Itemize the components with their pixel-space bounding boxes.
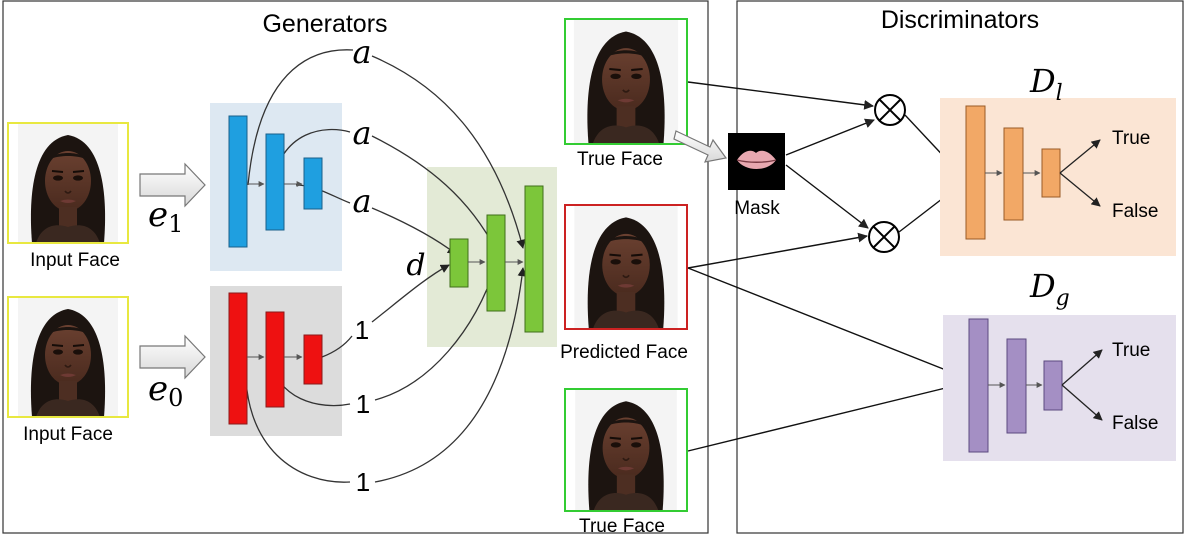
discriminator-dg-output-true: True [1112, 340, 1150, 361]
encoder-bottom-layer-1 [228, 292, 248, 425]
arrow-mask-to-multiply-bottom [785, 164, 869, 229]
arrow-predicted-to-multiply-bottom [687, 232, 868, 269]
discriminator-dg-layer-3 [1043, 360, 1063, 411]
skip-curve-top-1 [247, 49, 354, 186]
encoder-top-layer-2 [265, 133, 285, 231]
decoder-layer-2 [486, 214, 506, 312]
input-face-bottom-caption: Input Face [23, 424, 113, 445]
encoder-bottom-layer-2 [265, 311, 285, 408]
discriminator-dl-output-true: True [1112, 128, 1150, 149]
input-face-top [7, 122, 129, 244]
encoder-bottom-layer-3 [303, 334, 323, 385]
arrow-trueface-to-dg [687, 380, 967, 452]
discriminator-dg-layer-2 [1006, 338, 1027, 434]
arrow-mask-to-multiply-top [785, 118, 875, 156]
discriminator-dl-layer-1 [965, 105, 986, 240]
predicted-face-caption: Predicted Face [560, 342, 688, 363]
mask-image [728, 133, 785, 190]
multiply-node-top [874, 94, 906, 126]
discriminator-dl-output-false: False [1112, 201, 1158, 222]
discriminator-dl-label: Dl [1029, 62, 1063, 106]
predicted-face-frame [564, 204, 688, 330]
decoder-layer-3 [524, 185, 544, 333]
skip-label-bottom-1: 1 [355, 315, 369, 345]
code-e1: e1 [148, 195, 183, 238]
generators-title: Generators [262, 10, 387, 38]
true-face-bottom [564, 388, 688, 512]
mask-caption: Mask [734, 198, 780, 219]
skip-arrow-top-2 [371, 135, 497, 251]
skip-label-top-3: a [352, 182, 371, 220]
decoder-layer-1 [449, 238, 469, 288]
arrow-trueface-to-multiply-top [687, 81, 874, 110]
encoder-top-layer-1 [228, 115, 248, 248]
discriminators-panel [736, 0, 1184, 534]
multiply-node-bottom [868, 221, 900, 253]
true-face-bottom-caption: True Face [579, 516, 665, 536]
skip-label-top-1: a [352, 33, 371, 71]
hollow-arrow-top-icon [139, 162, 206, 208]
input-face-top-caption: Input Face [30, 250, 120, 271]
decoder-label: d [406, 248, 425, 283]
discriminator-dl-layer-2 [1003, 127, 1024, 221]
discriminators-title: Discriminators [881, 6, 1039, 34]
generators-panel [2, 0, 709, 534]
predicted-face [564, 204, 688, 330]
skip-arrow-bottom-1 [374, 267, 527, 483]
discriminator-dl-layer-3 [1041, 148, 1061, 198]
discriminator-dg-output-false: False [1112, 413, 1158, 434]
true-face-top [564, 18, 688, 145]
skip-label-bottom-2: 1 [356, 389, 370, 419]
input-face-bottom [7, 296, 129, 418]
skip-label-bottom-3: 1 [356, 467, 370, 497]
input-face-bottom-frame [7, 296, 129, 418]
skip-arrow-bottom-3 [371, 264, 450, 323]
hollow-arrow-mask-icon [673, 130, 728, 163]
skip-arrow-top-1 [371, 55, 526, 249]
skip-curve-bottom-3 [321, 335, 353, 358]
code-e0: e0 [148, 369, 183, 412]
arrow-predicted-to-dg [687, 267, 967, 380]
hollow-arrow-bottom-icon [139, 334, 206, 380]
true-face-bottom-frame [564, 388, 688, 512]
skip-label-top-2: a [352, 114, 371, 152]
true-face-top-frame [564, 18, 688, 145]
discriminator-dg-label: Dg [1029, 267, 1070, 311]
encoder-top-layer-3 [303, 157, 323, 210]
input-face-top-frame [7, 122, 129, 244]
skip-arrow-top-3 [371, 207, 457, 255]
connection-arrows [687, 81, 967, 452]
discriminator-dg-layer-1 [968, 318, 989, 453]
true-face-top-caption: True Face [577, 149, 663, 170]
